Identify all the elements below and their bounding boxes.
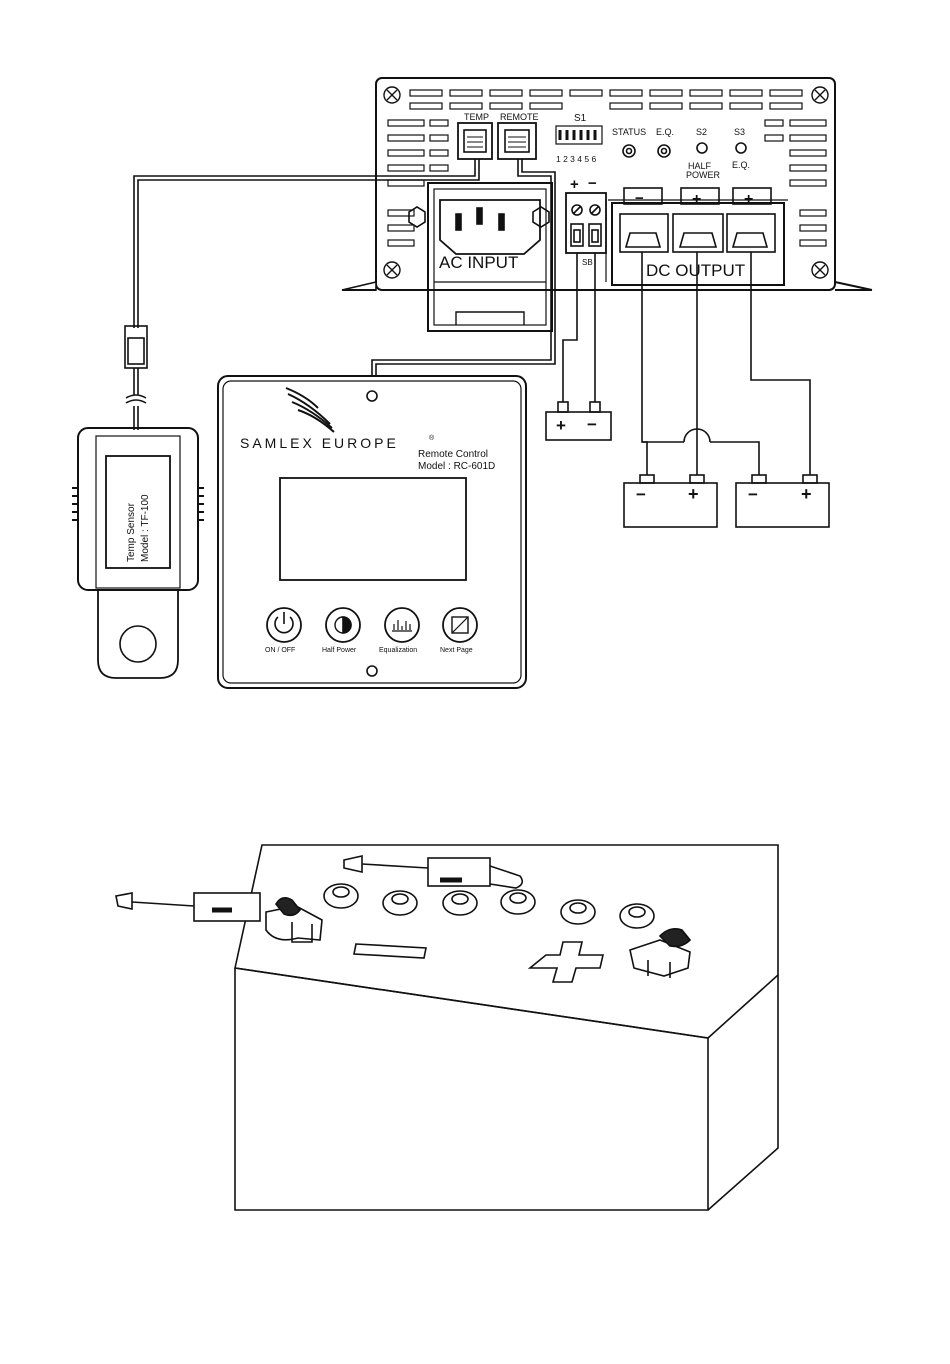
temp-port[interactable] (458, 123, 492, 159)
out-plus-label-2: + (744, 191, 753, 208)
sensor-on-top (344, 856, 522, 888)
s3-label: S3 (734, 127, 745, 137)
s2-sub-label-2: POWER (686, 170, 721, 180)
eq-label: E.Q. (656, 127, 674, 137)
out-plus-label-1: + (692, 191, 701, 208)
sb-label: SB (582, 258, 593, 267)
battery-1-plus: + (688, 484, 699, 504)
remote-port[interactable] (498, 123, 536, 159)
s3-switch[interactable] (736, 143, 746, 153)
ac-input-label: AC INPUT (439, 253, 518, 272)
battery-charger (342, 78, 872, 331)
dc-output-label: DC OUTPUT (646, 261, 745, 280)
status-label: STATUS (612, 127, 646, 137)
equalization-icon (392, 620, 412, 631)
labels: TEMP REMOTE S1 1 2 3 4 5 6 STATUS E.Q. S… (126, 112, 812, 654)
sb-terminal-block (566, 193, 606, 282)
remote-model: Model : RC-601D (418, 461, 495, 472)
s2-label: S2 (696, 127, 707, 137)
next-page-button-label: Next Page (440, 647, 473, 654)
wires (134, 159, 810, 475)
remote-brand: SAMLEX EUROPE (240, 435, 399, 451)
battery-1-minus: − (636, 485, 646, 504)
sb-battery-plus: + (556, 416, 566, 435)
sensor-label-2: Model : TF-100 (140, 494, 151, 562)
remote-brand-mark: ® (429, 434, 435, 442)
out-minus-label: − (635, 190, 644, 207)
s2-switch[interactable] (697, 143, 707, 153)
remote-title: Remote Control (418, 449, 488, 460)
battery-2-minus: − (748, 485, 758, 504)
half-power-button-label: Half Power (322, 647, 357, 654)
s3-sub-label: E.Q. (732, 160, 750, 170)
temp-sensor (72, 326, 204, 678)
remote-display (280, 478, 466, 580)
s1-numbers: 1 2 3 4 5 6 (556, 154, 596, 164)
equalization-button[interactable] (385, 608, 419, 642)
sb-battery-minus: − (587, 415, 597, 434)
sensor-label-1: Temp Sensor (126, 502, 137, 562)
temp-port-label: TEMP (464, 112, 489, 122)
equalization-button-label: Equalization (379, 647, 417, 654)
next-page-button[interactable] (443, 608, 477, 642)
half-power-button[interactable] (326, 608, 360, 642)
battery-2-plus: + (801, 484, 812, 504)
large-battery (116, 845, 778, 1210)
positive-terminal (630, 929, 690, 978)
power-button-label: ON / OFF (265, 647, 295, 654)
vent-slots (388, 90, 826, 246)
s1-label: S1 (574, 113, 587, 124)
remote-control (218, 376, 526, 688)
power-button[interactable] (267, 608, 301, 642)
s1-dip-switch[interactable] (556, 126, 602, 144)
sb-minus-label: − (588, 175, 597, 192)
negative-terminal-with-sensor (116, 893, 322, 942)
samlex-logo (286, 388, 334, 432)
remote-port-label: REMOTE (500, 112, 539, 122)
sb-plus-label: + (570, 176, 579, 193)
eq-led (658, 145, 670, 157)
cell-caps (324, 884, 654, 928)
status-led (623, 145, 635, 157)
